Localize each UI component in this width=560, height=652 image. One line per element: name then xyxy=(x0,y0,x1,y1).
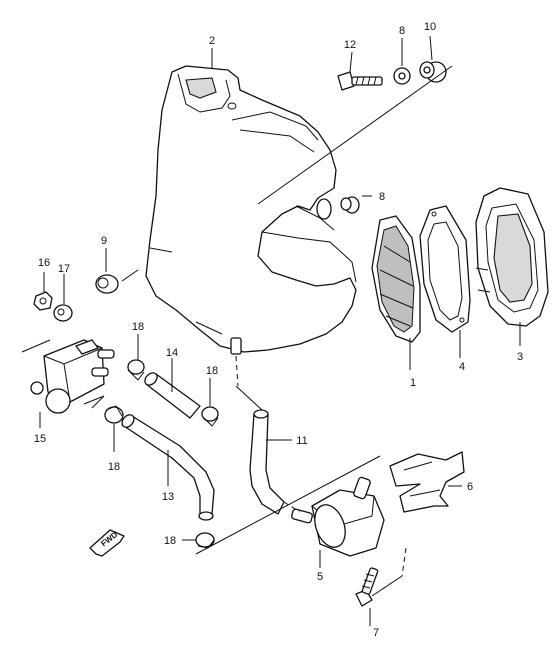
bracket-6 xyxy=(389,451,465,513)
clamp-18-right xyxy=(201,406,219,427)
front-arrow-icon: FWD xyxy=(89,529,125,557)
hose-13 xyxy=(121,414,215,521)
callout-4: 4 xyxy=(459,361,465,373)
clamp-18-upper xyxy=(127,359,145,381)
clamp-18-left xyxy=(104,405,124,424)
callout-labels: 1 2 3 4 5 6 7 8 8 9 10 11 12 13 14 15 16… xyxy=(34,21,523,639)
clamp-18-bottom xyxy=(195,532,215,549)
callout-9: 9 xyxy=(101,235,107,247)
callout-18-left: 18 xyxy=(108,461,120,473)
callout-17: 17 xyxy=(58,263,70,275)
callout-10: 10 xyxy=(424,21,436,33)
bolt-7 xyxy=(355,567,379,607)
callout-13: 13 xyxy=(162,491,174,503)
grommet-10 xyxy=(419,61,447,83)
callout-8-mid: 8 xyxy=(379,191,385,203)
callout-6: 6 xyxy=(467,481,473,493)
callout-3: 3 xyxy=(517,351,523,363)
grommet-9 xyxy=(95,274,119,294)
gasket xyxy=(419,205,471,333)
callout-18-right: 18 xyxy=(206,365,218,377)
callout-16: 16 xyxy=(38,257,50,269)
callout-1: 1 xyxy=(410,377,416,389)
hose-11 xyxy=(249,409,285,515)
callout-5: 5 xyxy=(317,571,323,583)
callout-12: 12 xyxy=(344,39,356,51)
callout-14: 14 xyxy=(166,347,178,359)
washer-17 xyxy=(53,304,73,322)
callout-8-top: 8 xyxy=(399,25,405,37)
grommet-8-mid xyxy=(340,196,360,214)
air-cleaner-case xyxy=(145,65,357,355)
canister-5 xyxy=(291,476,385,557)
callout-18-upper: 18 xyxy=(132,321,144,333)
callout-11: 11 xyxy=(296,435,307,447)
solenoid-valve xyxy=(30,339,115,414)
nut-16 xyxy=(33,291,53,311)
bolt-12 xyxy=(337,71,383,91)
filter-element xyxy=(371,215,421,343)
cover xyxy=(475,187,549,327)
callout-2: 2 xyxy=(209,35,215,47)
hose-14 xyxy=(144,372,201,419)
callout-18-bottom: 18 xyxy=(164,535,176,547)
callout-7: 7 xyxy=(373,627,379,639)
washer-8-top xyxy=(393,67,411,85)
callout-15: 15 xyxy=(34,433,46,445)
leader-lines xyxy=(21,35,521,626)
